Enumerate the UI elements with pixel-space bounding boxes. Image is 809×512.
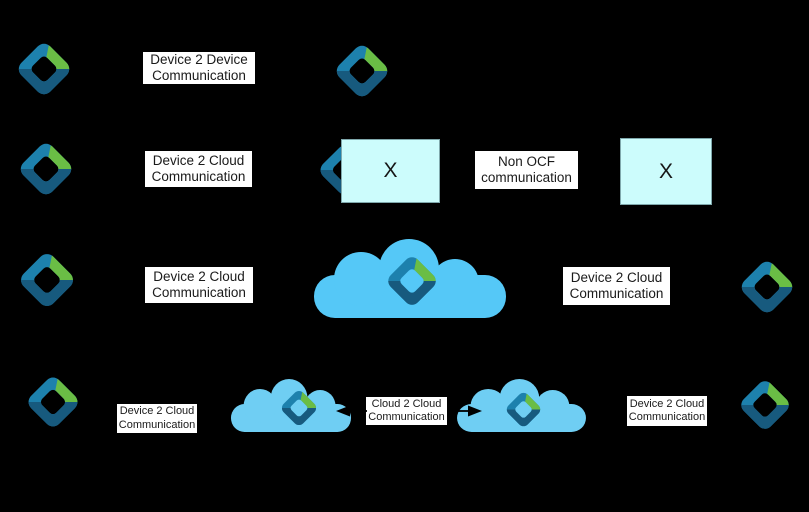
label-line: Device 2 Cloud (119, 405, 195, 417)
label-line: Communication (152, 285, 246, 300)
ocf-device-icon (501, 387, 546, 432)
label-line: Communication (368, 411, 445, 423)
label-line: Device 2 Device (150, 51, 248, 67)
blocked-x-box: X (620, 138, 712, 205)
ocf-device-icon (276, 385, 322, 431)
label-line: Device 2 Cloud (153, 268, 245, 284)
arrow-right-icon (451, 405, 482, 417)
label-line: Device 2 Cloud (629, 397, 705, 410)
d2c-communication-label: Device 2 Cloud Communication (117, 404, 197, 433)
d2c-communication-label: Device 2 Cloud Communication (627, 396, 707, 426)
blocked-x-box: X (341, 139, 440, 203)
c2c-communication-label: Cloud 2 Cloud Communication (366, 397, 447, 425)
label-line: Communication (569, 286, 664, 301)
d2c-communication-label: Device 2 Cloud Communication (145, 151, 252, 187)
label-line: Non OCF (497, 153, 555, 169)
d2c-communication-label: Device 2 Cloud Communication (145, 267, 253, 303)
d2d-communication-label: Device 2 Device Communication (143, 52, 255, 84)
label-line: Device 2 Cloud (152, 152, 245, 168)
x-mark: X (658, 159, 673, 183)
ocf-device-icon (12, 245, 82, 315)
label-line: Communication (151, 169, 246, 184)
ocf-device-icon (380, 249, 444, 313)
non-ocf-communication-label: Non OCF communication (475, 151, 578, 189)
arrow-left-icon (336, 405, 367, 417)
label-line: Communication (152, 68, 246, 83)
label-line: Communication (628, 411, 706, 423)
ocf-cloud (313, 239, 507, 319)
label-line: Device 2 Cloud (570, 269, 663, 285)
x-mark: X (383, 159, 398, 182)
ocf-cloud (230, 379, 352, 433)
ocf-device-icon (733, 253, 801, 321)
label-line: Cloud 2 Cloud (371, 397, 442, 410)
ocf-device-icon (20, 369, 86, 435)
label-line: communication (481, 170, 572, 185)
ocf-device-icon (328, 37, 396, 105)
ocf-device-icon (10, 35, 78, 103)
d2c-communication-label: Device 2 Cloud Communication (563, 267, 670, 305)
label-line: Communication (118, 418, 196, 431)
ocf-device-icon (733, 373, 797, 437)
ocf-device-icon (12, 135, 80, 203)
ocf-cloud (456, 379, 587, 433)
